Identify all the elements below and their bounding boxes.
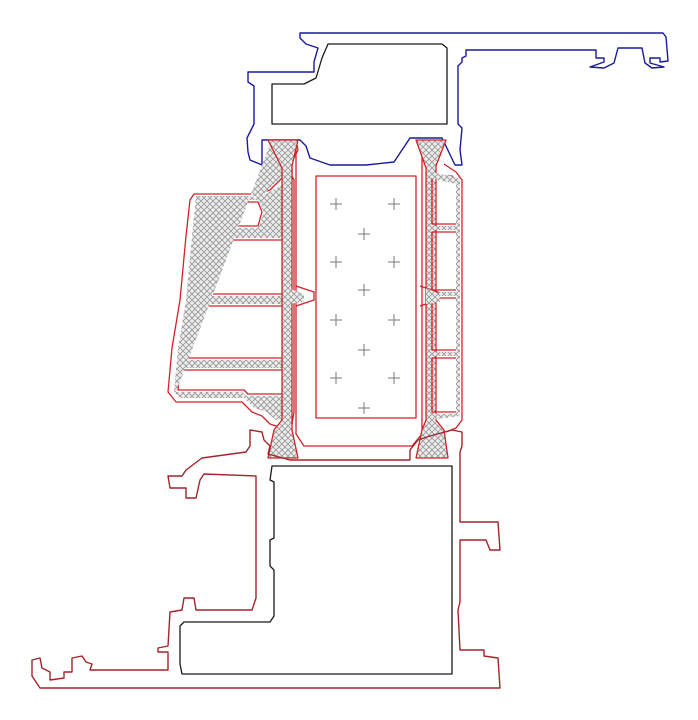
sash-profile: [167, 139, 463, 459]
glazing-unit: [315, 175, 417, 419]
steel-reinforcement: [179, 465, 453, 675]
glazing-unit-markers: [330, 198, 400, 414]
bottom-frame-profile: [31, 429, 501, 689]
top-cover-profile: [246, 32, 669, 166]
